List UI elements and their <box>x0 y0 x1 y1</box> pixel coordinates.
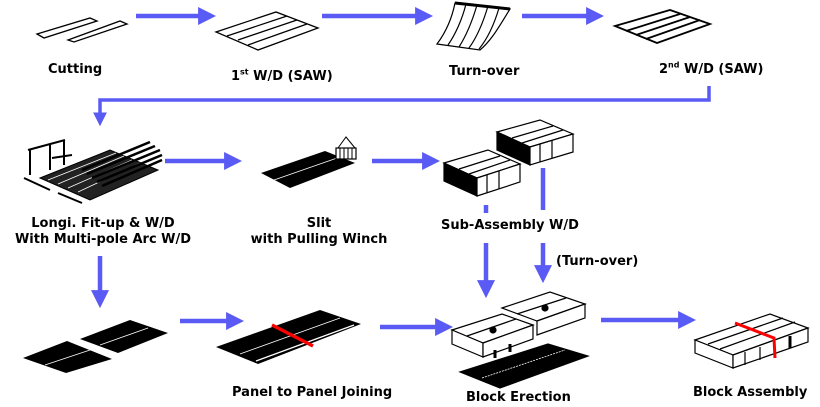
label-first-wd-rest: W/D (SAW) <box>248 69 333 84</box>
slit-plate-winch-icon <box>261 136 357 188</box>
weld-seam-joining <box>271 323 314 348</box>
first-wd-plate-icon <box>214 11 320 51</box>
label-sub-assembly: Sub-Assembly W/D <box>441 218 579 233</box>
turnover-plate-icon <box>435 1 512 51</box>
label-longi-line1: Longi. Fit-up & W/D <box>31 216 175 231</box>
label-longi-line2: With Multi-pole Arc W/D <box>14 232 192 247</box>
label-slit-line2: with Pulling Winch <box>250 232 388 247</box>
label-slit-line1: Slit <box>306 216 332 231</box>
arrow-2nd-wd-to-longi <box>93 86 711 127</box>
label-longi: Longi. Fit-up & W/D With Multi-pole Arc … <box>8 216 198 248</box>
label-block-assembly: Block Assembly <box>693 385 808 400</box>
block-assembly-icon <box>693 313 810 369</box>
label-turnover: Turn-over <box>449 64 520 79</box>
joined-panel-icon <box>216 310 361 364</box>
label-slit: Slit with Pulling Winch <box>239 216 399 248</box>
label-first-wd-num: 1 <box>231 69 241 84</box>
label-second-wd: 2nd W/D (SAW) <box>659 60 764 78</box>
sub-assembly-modules-icon <box>442 119 575 197</box>
label-second-wd-rest: W/D (SAW) <box>679 62 764 77</box>
longi-fitup-gantry-icon <box>23 139 163 204</box>
label-second-wd-sup: nd <box>668 60 680 70</box>
label-panel-joining: Panel to Panel Joining <box>232 385 393 400</box>
label-first-wd: 1st W/D (SAW) <box>231 67 333 85</box>
label-cutting: Cutting <box>48 62 103 77</box>
label-second-wd-num: 2 <box>659 62 669 77</box>
label-turnover-note: (Turn-over) <box>556 254 639 269</box>
block-erection-icon <box>450 291 590 389</box>
two-panels-icon <box>23 320 168 373</box>
cutting-plates-icon <box>35 17 129 43</box>
weld-seam-assembly <box>734 321 777 359</box>
label-first-wd-sup: st <box>240 67 249 77</box>
second-wd-plate-icon <box>612 9 713 44</box>
label-block-erection: Block Erection <box>466 390 571 405</box>
